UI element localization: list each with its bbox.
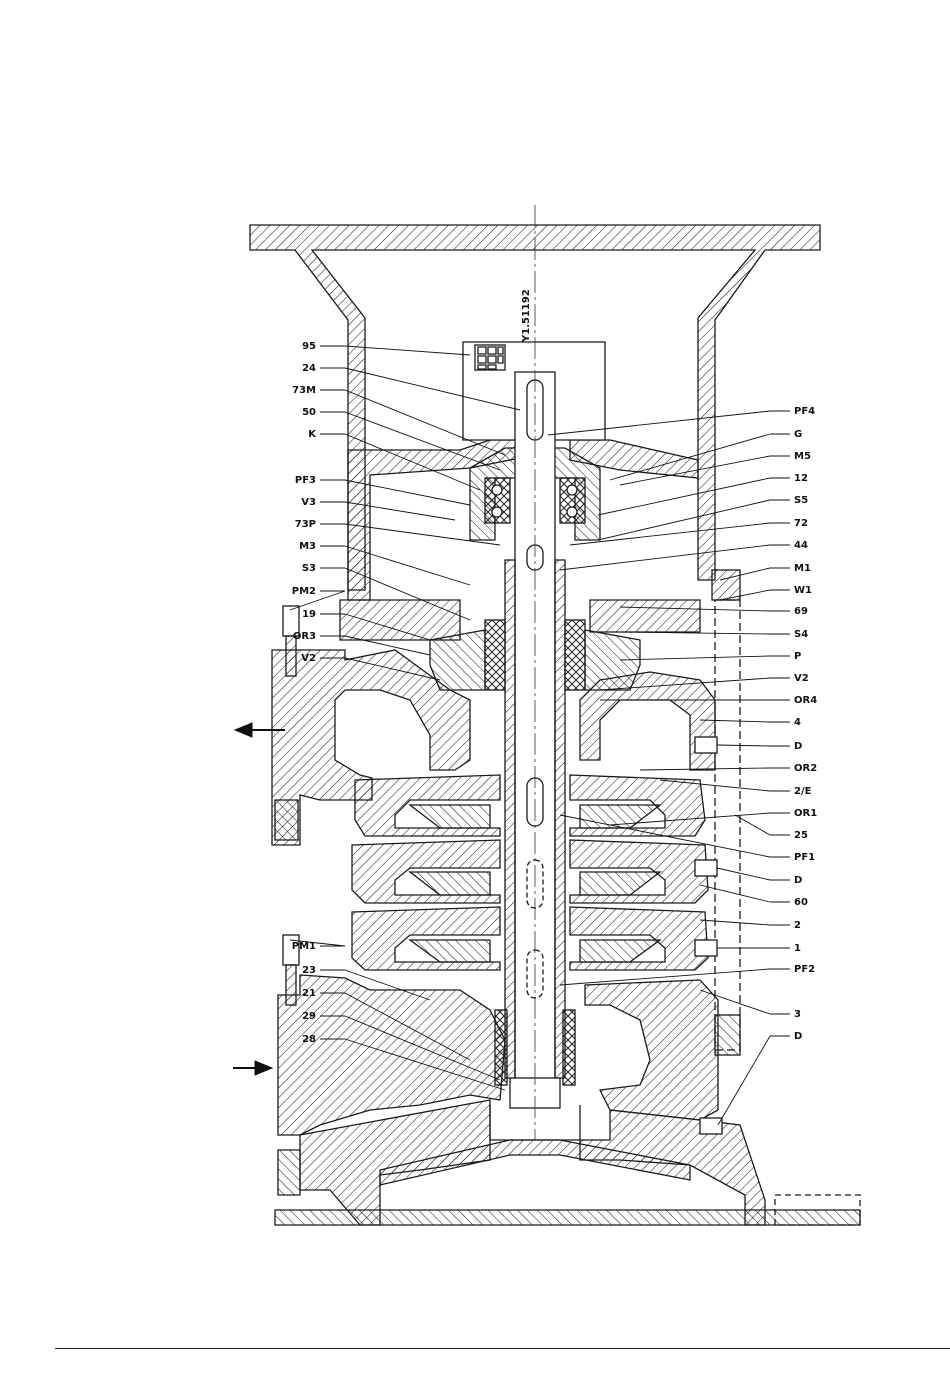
leader-line — [717, 868, 770, 880]
callout-label: M5 — [794, 451, 811, 462]
bracket-base-right — [590, 600, 700, 632]
drain-plug — [695, 737, 717, 753]
callout-label: OR2 — [794, 763, 817, 774]
drain-plug — [700, 1118, 722, 1134]
callout-label: 23 — [302, 965, 316, 976]
tie-rod-nut — [712, 570, 740, 600]
callout-label: V2 — [794, 673, 809, 684]
pump-body — [250, 225, 860, 1225]
callout-label: PF1 — [794, 852, 815, 863]
gland-packing — [485, 620, 505, 690]
callout-label: PF4 — [794, 406, 815, 417]
callout-label: 60 — [794, 897, 808, 908]
tie-rod — [715, 600, 740, 1050]
callout-label: M3 — [299, 541, 316, 552]
callout-label: V3 — [301, 497, 316, 508]
leader-line — [598, 500, 770, 540]
callout-label: 73P — [295, 519, 316, 530]
inlet-arrow — [233, 1061, 272, 1075]
callout-label: M1 — [794, 563, 811, 574]
callout-label: W1 — [794, 585, 812, 596]
leader-line — [598, 478, 770, 515]
leader-line — [717, 745, 770, 746]
callout-label: 29 — [302, 1011, 316, 1022]
callout-label: 44 — [794, 540, 808, 551]
callout-label: PF3 — [295, 475, 316, 486]
drain-plug — [695, 860, 717, 876]
drawing-code: Y1.51192 — [521, 289, 532, 343]
callout-label: K — [308, 429, 317, 440]
callout-label: 50 — [302, 407, 316, 418]
callout-label: 19 — [302, 609, 316, 620]
tie-rod-nut — [715, 1015, 740, 1055]
callout-label: OR4 — [794, 695, 817, 706]
callout-label: PF2 — [794, 964, 815, 975]
discharge-flange — [275, 800, 298, 840]
callout-label: D — [794, 1031, 802, 1042]
callout-label: P — [794, 651, 801, 662]
gland-packing — [565, 620, 585, 690]
callout-label: G — [794, 429, 802, 440]
callout-label: D — [794, 741, 802, 752]
callout-label: 21 — [302, 988, 316, 999]
leader-line — [620, 656, 770, 660]
callout-label: 2/E — [794, 786, 812, 797]
callout-label: S5 — [794, 495, 808, 506]
suction-casing-right — [585, 980, 718, 1120]
callout-label: 12 — [794, 473, 808, 484]
callout-label: D — [794, 875, 802, 886]
leader-line — [560, 545, 770, 570]
callout-label: PM2 — [292, 586, 316, 597]
suction-flange — [278, 1150, 300, 1195]
callout-label: 95 — [302, 341, 316, 352]
footer-rule — [55, 1348, 950, 1349]
callout-label: 28 — [302, 1034, 316, 1045]
bracket-base — [340, 600, 460, 640]
base-plate — [275, 1210, 860, 1225]
callout-label: 4 — [794, 717, 801, 728]
callout-label: 2 — [794, 920, 801, 931]
callout-label: OR3 — [293, 631, 316, 642]
callout-label: 73M — [292, 385, 316, 396]
leader-line — [700, 885, 770, 902]
callout-label: 24 — [302, 363, 316, 374]
callout-label: S3 — [302, 563, 316, 574]
callout-label: 1 — [794, 943, 801, 954]
callout-label: V2 — [301, 653, 316, 664]
callout-label: OR1 — [794, 808, 817, 819]
callout-label: 72 — [794, 518, 808, 529]
callout-label: 25 — [794, 830, 808, 841]
callout-label: S4 — [794, 629, 808, 640]
callout-label: 3 — [794, 1009, 801, 1020]
drain-plug — [695, 940, 717, 956]
callout-label: 69 — [794, 606, 808, 617]
leader-line — [700, 920, 770, 925]
